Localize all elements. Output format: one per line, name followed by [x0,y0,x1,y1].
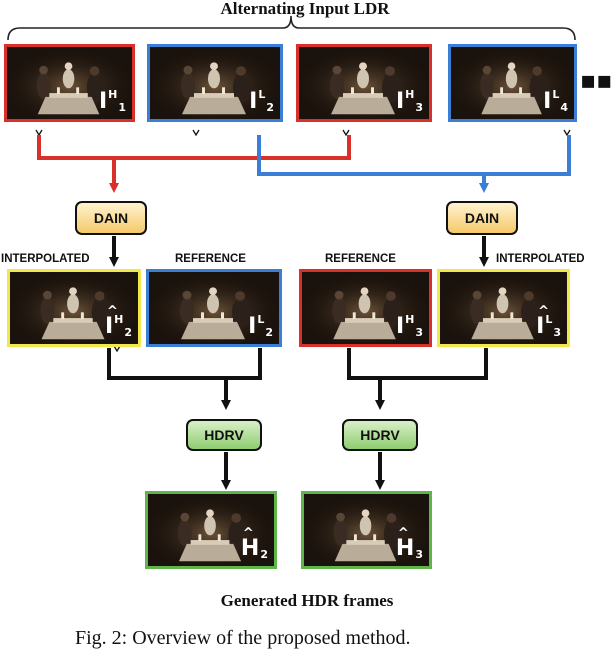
frame-symbol: IL3 [536,305,561,338]
dain-box-right: DAIN [446,201,518,235]
label-interpolated-left: INTERPOLATED [1,253,90,265]
frame-symbol: H3 [396,527,423,560]
input-frame-4: IL4 [448,44,577,122]
output-frame-h3: H3 [301,491,432,569]
label-reference-left: REFERENCE [175,253,246,265]
input-frame-3: IH3 [296,44,432,122]
mid-frame-reference-right: IH3 [299,269,432,347]
frame-symbol: IH3 [395,313,423,339]
frame-symbol: IH1 [98,88,126,114]
dinner-scene-image [149,272,279,344]
ellipsis-dots: ▪▪ [580,66,613,94]
hdrv-box-left: HDRV [186,419,262,451]
frame-symbol: IL2 [249,88,274,114]
top-brace [7,15,576,41]
hdrv-box-right: HDRV [342,419,418,451]
dinner-scene-image [150,47,280,119]
output-frame-h2: H2 [145,491,277,569]
frame-symbol: IL4 [543,88,568,114]
mid-frame-interpolated-right: IL3 [437,269,570,347]
footer-title: Generated HDR frames [220,591,394,610]
dinner-scene-image [451,47,574,119]
label-reference-right: REFERENCE [325,253,396,265]
dinner-scene-image [302,272,429,344]
dain-box-left: DAIN [75,201,147,235]
mid-frame-interpolated-left: IH2 [7,269,141,347]
dinner-scene-image [7,47,132,119]
dinner-scene-image [440,272,567,344]
frame-symbol: IL2 [248,313,273,339]
header-title: Alternating Input LDR [220,0,390,18]
input-frame-1: IH1 [4,44,135,122]
label-interpolated-right: INTERPOLATED [496,253,585,265]
frame-symbol: H2 [241,527,268,560]
input-frame-2: IL2 [147,44,283,122]
dinner-scene-image [299,47,429,119]
frame-symbol: IH3 [395,88,423,114]
mid-frame-reference-left: IL2 [146,269,282,347]
figure-caption: Fig. 2: Overview of the proposed method. [75,627,411,649]
frame-symbol: IH2 [105,305,132,338]
